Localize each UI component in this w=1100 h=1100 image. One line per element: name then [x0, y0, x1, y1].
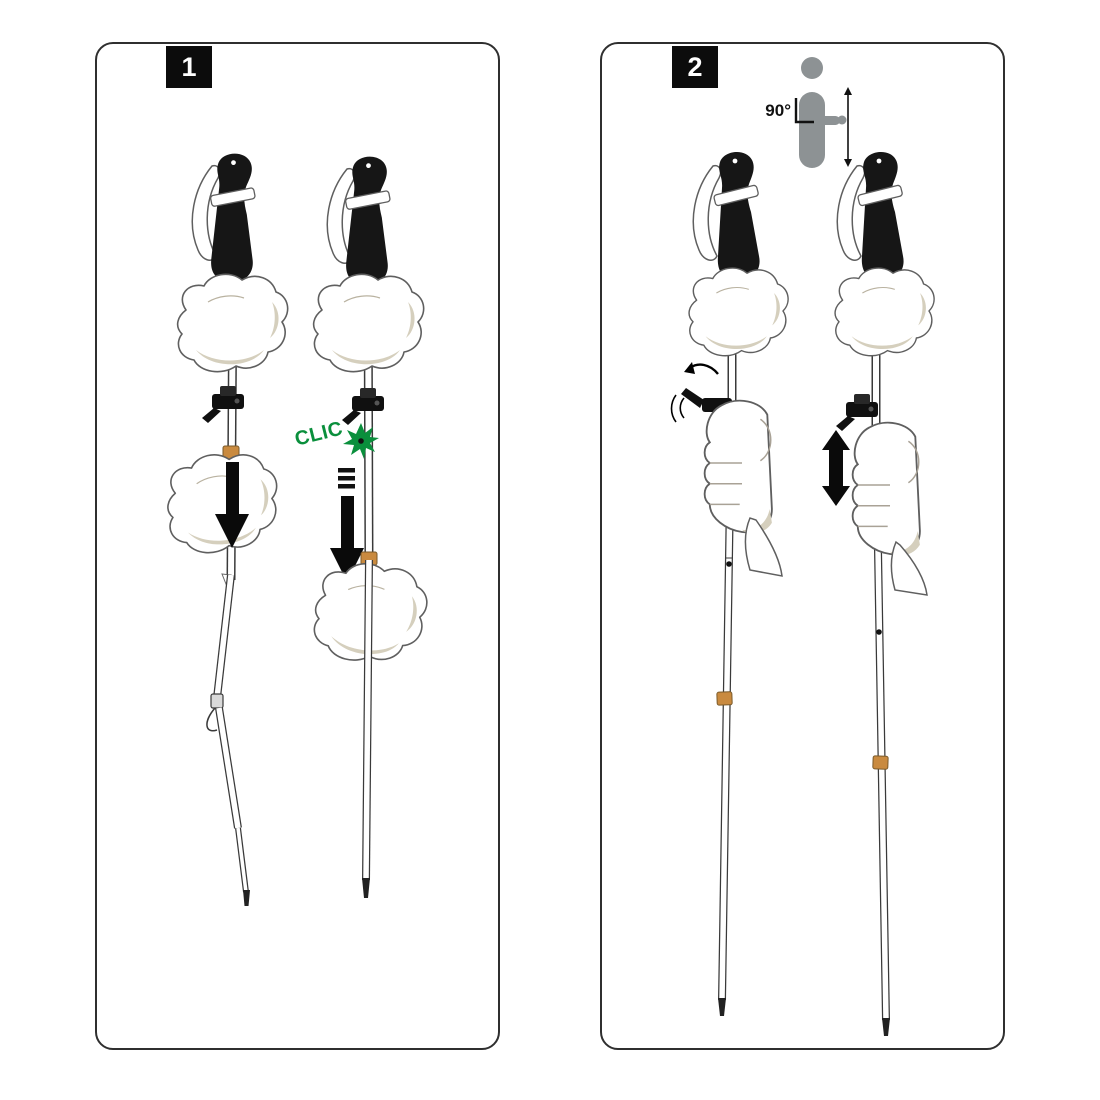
step-2-panel — [600, 42, 1005, 1050]
step-1-panel — [95, 42, 500, 1050]
step-2-badge: 2 — [672, 46, 718, 88]
step-1-badge: 1 — [166, 46, 212, 88]
